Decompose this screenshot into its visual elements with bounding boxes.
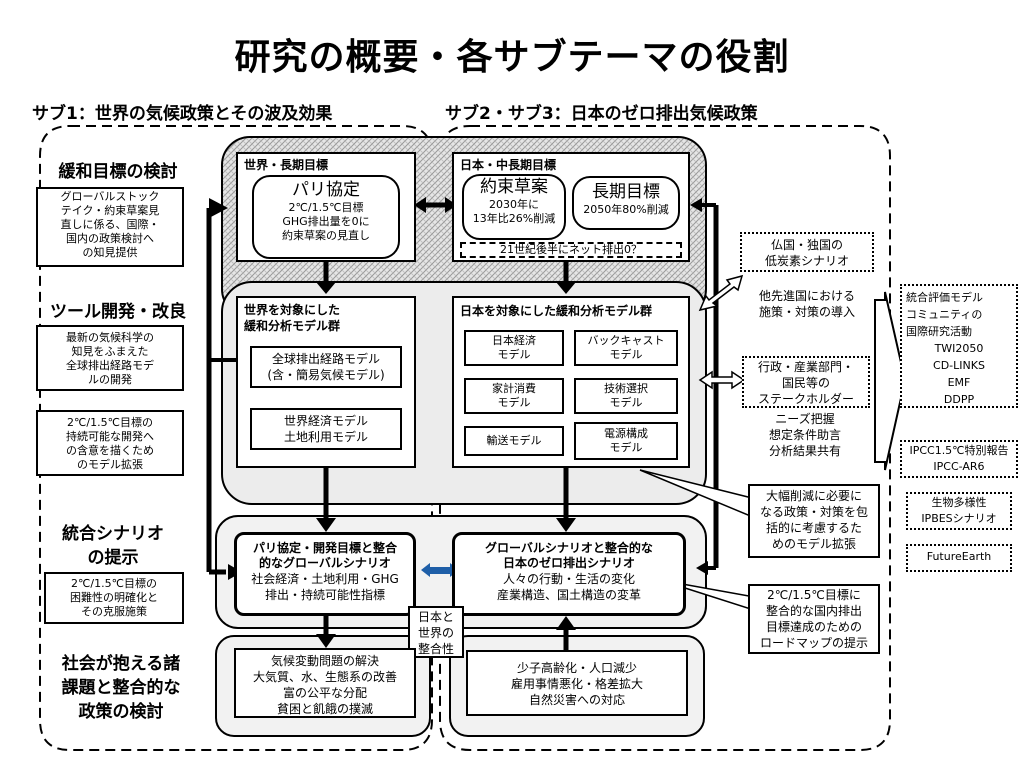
technology-model: 技術選択モデル bbox=[574, 378, 678, 414]
fr-de-scenario-box: 仏国・独国の 低炭素シナリオ bbox=[740, 232, 874, 272]
future-earth-box: FutureEarth bbox=[906, 544, 1012, 572]
backcast-model: バックキャストモデル bbox=[574, 330, 678, 366]
sub1-heading: サブ1：世界の気候政策とその波及効果 bbox=[32, 104, 333, 124]
mitigation-note: グローバルストック テイク・約束草案見 直しに係る、国際・ 国内の政策検討へ の… bbox=[36, 187, 184, 267]
tools-note-2: 2℃/1.5℃目標の 持続可能な開発へ の含意を描くため のモデル拡張 bbox=[36, 410, 184, 476]
ipcc-box: IPCC1.5℃特別報告 IPCC-AR6 bbox=[900, 440, 1018, 478]
japan-issues-box: 少子高齢化・人口減少 雇用事情悪化・格差拡大 自然災害への対応 bbox=[466, 650, 688, 716]
consistency-box: 日本と 世界の 整合性 bbox=[408, 606, 464, 658]
world-economy-model: 世界経済モデル 土地利用モデル bbox=[250, 408, 402, 450]
advanced-countries-text: 他先進国における 施策・対策の導入 bbox=[758, 289, 855, 319]
page-title: 研究の概要・各サブテーマの役割 bbox=[234, 37, 790, 78]
long-term-goal-box: 長期目標 2050年80%削減 bbox=[572, 176, 680, 230]
net-zero-label: 21世紀後半にネット排出0？ bbox=[460, 242, 682, 258]
world-goal-box: 世界・長期目標 パリ協定 2℃/1.5℃目標 GHG排出量を0に 約束草案の見直… bbox=[236, 152, 416, 262]
model-extension-box: 大幅削減に必要に なる政策・対策を包 括的に考慮するた めのモデル拡張 bbox=[748, 484, 880, 558]
iam-community-box: 統合評価モデル コミュニティの 国際研究活動 TWI2050 CD-LINKS … bbox=[900, 284, 1018, 408]
tools-note-1: 最新の気候科学の 知見をふまえた 全球排出経路モデ ルの開発 bbox=[36, 325, 184, 391]
world-scenario-box: パリ協定・開発目標と整合 的なグローバルシナリオ 社会経済・土地利用・GHG 排… bbox=[234, 532, 416, 616]
japan-economy-model: 日本経済モデル bbox=[464, 330, 564, 366]
mitigation-heading: 緩和目標の検討 bbox=[58, 162, 178, 182]
society-heading: 社会が抱える諸 課題と整合的な 政策の検討 bbox=[61, 654, 181, 722]
world-models-box: 世界を対象にした 緩和分析モデル群 全球排出経路モデル (含・簡易気候モデル) … bbox=[236, 296, 416, 468]
ipbes-box: 生物多様性 IPBESシナリオ bbox=[906, 492, 1012, 530]
japan-goal-box: 日本・中長期目標 約束草案 2030年に 13年比26%削減 長期目標 2050… bbox=[452, 152, 690, 262]
power-model: 電源構成モデル bbox=[574, 422, 678, 460]
global-emission-model: 全球排出経路モデル (含・簡易気候モデル) bbox=[250, 346, 402, 388]
scenario-note: 2℃/1.5℃目標の 困難性の明確化と その克服施策 bbox=[44, 572, 184, 624]
japan-scenario-box: グローバルシナリオと整合的な 日本のゼロ排出シナリオ 人々の行動・生活の変化 産… bbox=[452, 532, 686, 616]
world-issues-box: 気候変動問題の解決 大気質、水、生態系の改善 富の公平な分配 貧困と飢餓の撲滅 bbox=[234, 648, 416, 718]
sub23-heading: サブ2・サブ3：日本のゼロ排出気候政策 bbox=[445, 104, 758, 124]
roadmap-box: 2℃/1.5℃目標に 整合的な国内排出 目標達成のための ロードマップの提示 bbox=[748, 584, 880, 654]
paris-title: パリ協定 bbox=[292, 180, 360, 200]
japan-models-box: 日本を対象にした緩和分析モデル群 日本経済モデル バックキャストモデル 家計消費… bbox=[452, 296, 690, 468]
stakeholder-actions-text: ニーズ把握 想定条件助言 分析結果共有 bbox=[768, 412, 841, 458]
ndc-box: 約束草案 2030年に 13年比26%削減 bbox=[462, 174, 566, 240]
stakeholder-box: 行政・産業部門・ 国民等の ステークホルダー bbox=[742, 356, 870, 408]
household-model: 家計消費モデル bbox=[464, 378, 564, 414]
scenario-heading: 統合シナリオ の提示 bbox=[62, 524, 164, 568]
tools-heading: ツール開発・改良 bbox=[50, 302, 186, 322]
transport-model: 輸送モデル bbox=[464, 426, 564, 456]
